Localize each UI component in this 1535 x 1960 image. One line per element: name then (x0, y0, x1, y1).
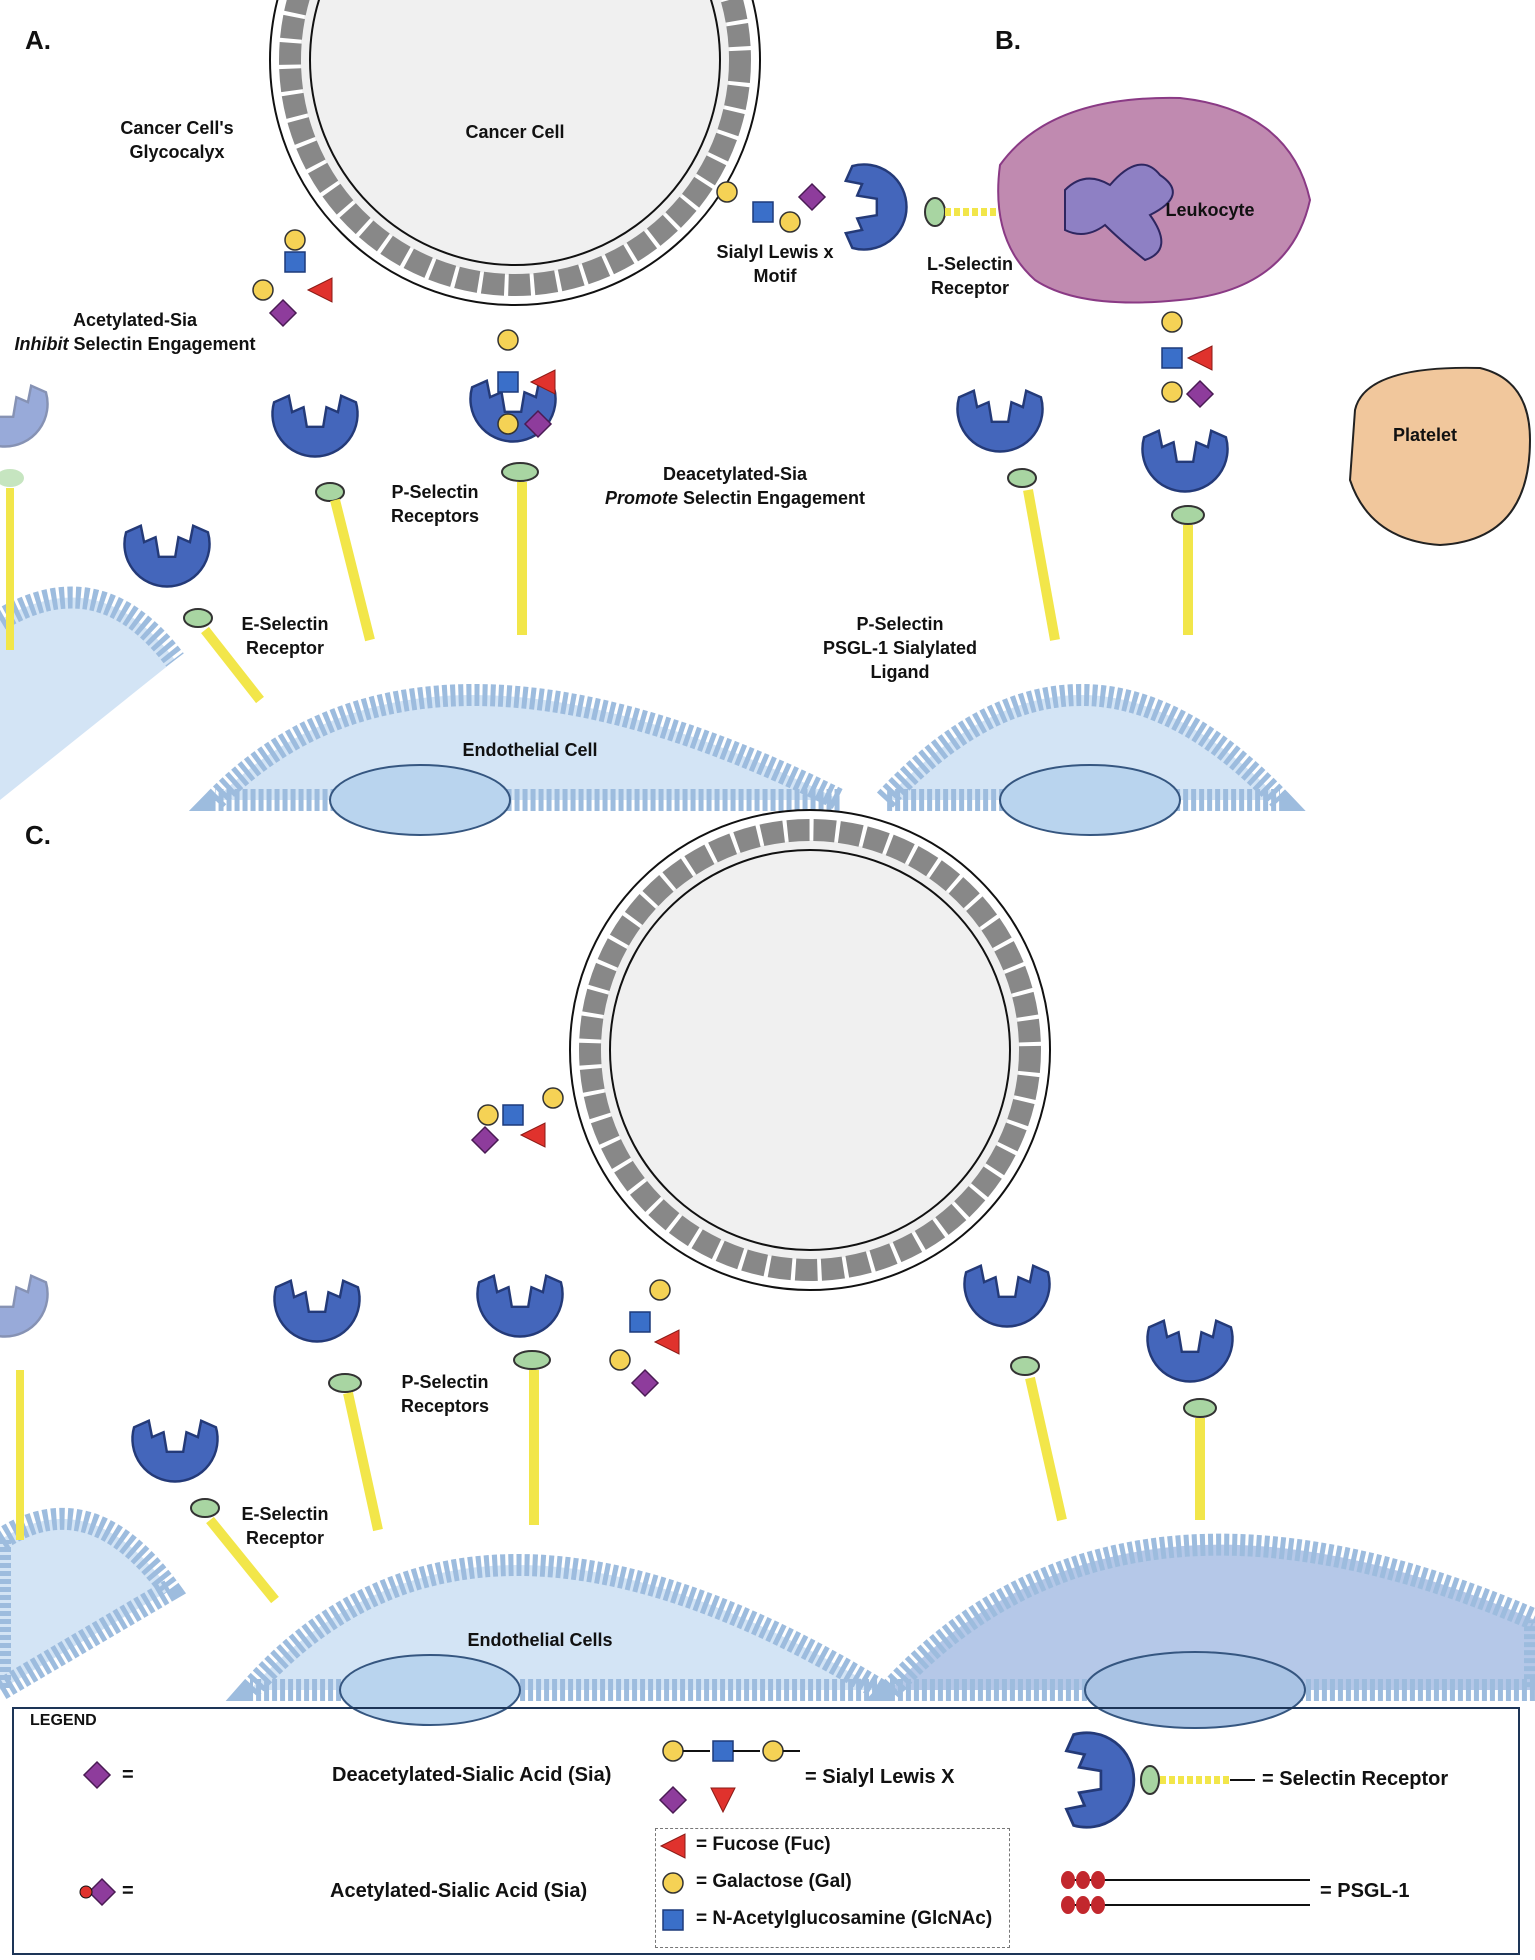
psgl-line1: P-Selectin (856, 614, 944, 634)
label-e-selectin-a: E-Selectin Receptor (225, 612, 345, 660)
e-selectin-a-line1: E-Selectin (241, 614, 329, 634)
receptor-a-3 (123, 524, 264, 704)
cancer-cell-c (569, 809, 1051, 1291)
e-selectin-a-line2: Receptor (245, 638, 325, 658)
label-deacetylated-sia: Deacetylated-Sia Promote Selectin Engage… (600, 462, 870, 510)
acetylated-rest: Selectin Engagement (73, 334, 256, 354)
panel-label-b: B. (995, 25, 1021, 55)
label-psgl1-ligand: P-Selectin PSGL-1 Sialylated Ligand (820, 612, 980, 684)
e-selectin-c-line1: E-Selectin (241, 1504, 329, 1524)
l-selectin-receptor (844, 163, 1000, 251)
platelet-cell (1348, 366, 1532, 547)
legend-acetylated: Acetylated-Sialic Acid (Sia) (330, 1880, 588, 1902)
cancer-cell-a (269, 0, 761, 306)
legend-deacetylated: Deacetylated-Sialic Acid (Sia) (332, 1764, 612, 1786)
l-selectin-line2: Receptor (930, 278, 1010, 298)
label-platelet: Platelet (1392, 425, 1458, 445)
receptor-a-4 (956, 389, 1060, 641)
acetylated-line1: Acetylated-Sia (72, 310, 198, 330)
glycocalyx-line2: Glycocalyx (129, 142, 225, 162)
legend-glcnac: = N-Acetylglucosamine (GlcNAc) (696, 1908, 993, 1929)
sialyl-line2: Motif (753, 266, 797, 286)
sialyl-line1: Sialyl Lewis x (716, 242, 834, 262)
legend-graphics (79, 1731, 1310, 1931)
p-selectin-c-line1: P-Selectin (401, 1372, 489, 1392)
panel-label-c: C. (25, 820, 51, 850)
label-sialyl-lewis-x: Sialyl Lewis x Motif (700, 240, 850, 288)
psgl-line3: Ligand (870, 662, 930, 682)
legend-box (12, 1707, 1520, 1955)
label-glycocalyx: Cancer Cell's Glycocalyx (92, 116, 262, 164)
deacetylated-verb: Promote (604, 488, 678, 508)
label-leukocyte: Leukocyte (1165, 200, 1255, 220)
e-selectin-c-line2: Receptor (245, 1528, 325, 1548)
receptors-c (0, 1264, 1234, 1604)
legend-psgl: = PSGL-1 (1320, 1880, 1410, 1902)
deacetylated-line1: Deacetylated-Sia (662, 464, 808, 484)
p-selectin-c-line2: Receptors (400, 1396, 490, 1416)
receptor-a-left (0, 384, 49, 650)
legend-fucose: = Fucose (Fuc) (696, 1834, 831, 1855)
label-acetylated-sia: Acetylated-Sia Inhibit Selectin Engageme… (10, 308, 260, 356)
legend-title: LEGEND (30, 1712, 97, 1729)
label-e-selectin-c: E-Selectin Receptor (225, 1502, 345, 1550)
receptor-a-2 (469, 379, 557, 635)
receptor-a-5 (1141, 429, 1229, 635)
legend-galactose: = Galactose (Gal) (696, 1871, 852, 1892)
legend-selectin: = Selectin Receptor (1262, 1768, 1449, 1790)
legend-eq-2: = (122, 1880, 134, 1902)
legend-monosaccharide-box (655, 1828, 1010, 1948)
l-selectin-line1: L-Selectin (926, 254, 1014, 274)
label-cancer-cell: Cancer Cell (465, 122, 565, 142)
p-selectin-a-line1: P-Selectin (391, 482, 479, 502)
panel-label-a: A. (25, 25, 51, 55)
glycocalyx-line1: Cancer Cell's (120, 118, 234, 138)
endothelial-cell-a (0, 586, 1306, 836)
deacetylated-rest: Selectin Engagement (682, 488, 866, 508)
p-selectin-a-line2: Receptors (390, 506, 480, 526)
legend-sialyl: = Sialyl Lewis X (805, 1766, 955, 1788)
label-p-selectin-a: P-Selectin Receptors (375, 480, 495, 528)
label-p-selectin-c: P-Selectin Receptors (385, 1370, 505, 1418)
acetylated-verb: Inhibit (14, 334, 69, 354)
endothelial-cells-c (0, 1507, 1535, 1729)
receptor-a-1 (271, 394, 375, 642)
label-l-selectin: L-Selectin Receptor (910, 252, 1030, 300)
leukocyte-cell (997, 96, 1312, 304)
psgl-line2: PSGL-1 Sialylated (822, 638, 978, 658)
label-endothelial-cell: Endothelial Cell (462, 740, 598, 760)
legend-eq-1: = (122, 1764, 134, 1786)
label-endothelial-cells: Endothelial Cells (467, 1630, 613, 1650)
